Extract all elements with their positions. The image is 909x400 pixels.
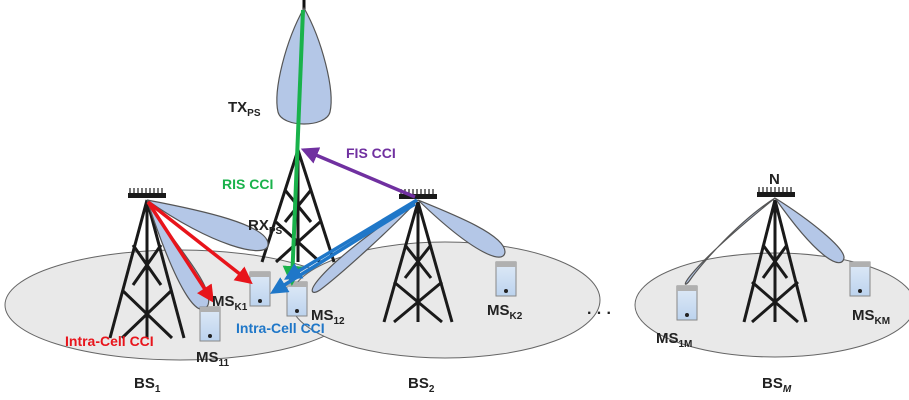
ms-k2-phone — [495, 261, 517, 297]
bs-1-label: BS1 — [134, 375, 161, 395]
ris-cci-label: RIS CCI — [222, 176, 273, 192]
bs-m-label: BSM — [762, 375, 792, 395]
fis-cci-arrow — [300, 147, 416, 199]
bsm-beam-left — [684, 197, 776, 285]
intra-cell-red-arrow-2 — [146, 201, 214, 303]
bs1-tower — [108, 188, 186, 340]
bs2-beam-left — [311, 199, 419, 293]
ris-cci-arrow — [282, 9, 305, 286]
fis-cci-label: FIS CCI — [346, 145, 396, 161]
bsm-beam-right — [774, 197, 845, 264]
bs-2-label: BS2 — [408, 375, 435, 395]
intra-cell-red-arrow-1 — [146, 200, 253, 285]
intra-cell-blue-arrow-1 — [283, 198, 418, 280]
ms-1m-label: MS1M — [656, 330, 692, 350]
ms-12-label: MS12 — [311, 307, 345, 327]
ms-k2-label: MSK2 — [487, 302, 523, 322]
tx-ps-label: TXPS — [228, 99, 261, 119]
intra-cell-cci-blue-label: Intra-Cell CCI — [236, 320, 325, 336]
rx-ps-label: RXPS — [248, 217, 283, 237]
ms-k1-phone — [249, 271, 271, 307]
ms-11-label: MS11 — [196, 349, 230, 369]
bs1-beam-right — [146, 199, 269, 252]
intra-cell-cci-red-label: Intra-Cell CCI — [65, 333, 154, 349]
bs2-tower — [382, 189, 454, 324]
antenna-n-label: N — [769, 171, 780, 188]
ms-11-phone — [199, 306, 221, 342]
ms-12-phone — [286, 281, 308, 317]
ellipsis-label: · · · — [587, 305, 612, 322]
ms-km-phone — [849, 261, 871, 297]
intra-cell-blue-arrow-2 — [270, 202, 416, 294]
bsm-tower — [742, 187, 808, 324]
ms-1m-phone — [676, 285, 698, 321]
ms-km-label: MSKM — [852, 307, 890, 327]
ms-k1-label: MSK1 — [212, 293, 248, 313]
bs2-beam-right — [417, 199, 506, 258]
